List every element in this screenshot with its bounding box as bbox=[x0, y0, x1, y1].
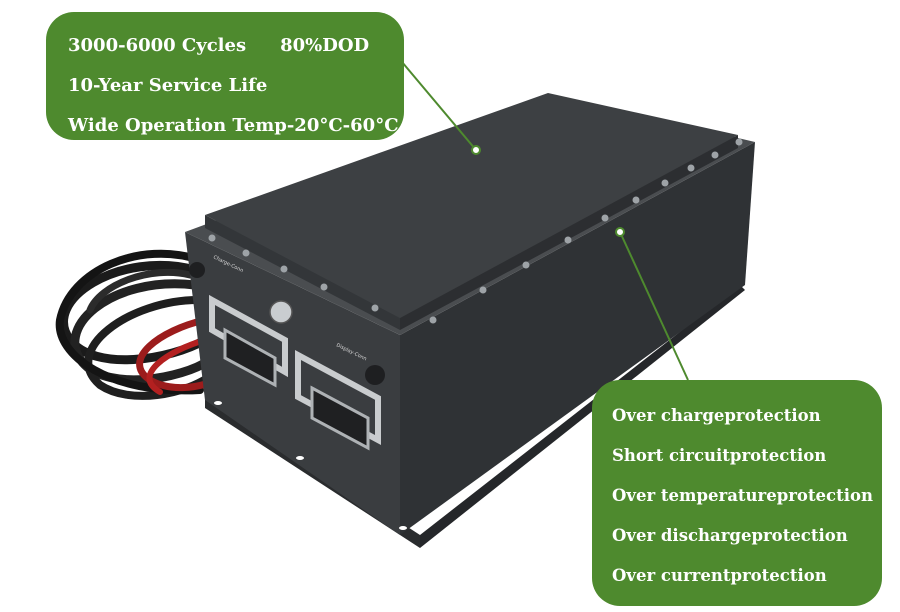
battery-lid-edge bbox=[400, 135, 738, 330]
protection-item: Over dischargeprotection bbox=[612, 526, 848, 545]
protection-item: Over temperatureprotection bbox=[612, 486, 873, 505]
top-callout-pointer bbox=[401, 61, 477, 151]
right-handle bbox=[295, 349, 381, 451]
battery-front-face bbox=[185, 232, 400, 535]
specs-callout: 3000-6000 Cycles 80%DOD 10-Year Service L… bbox=[46, 12, 404, 140]
left-connector bbox=[189, 262, 205, 278]
protection-item: Over currentprotection bbox=[612, 566, 827, 585]
cycles-text: 3000-6000 Cycles bbox=[68, 35, 247, 56]
lid-bolts bbox=[208, 138, 743, 324]
cycles-dod-line: 3000-6000 Cycles 80%DOD bbox=[68, 26, 404, 66]
base-mount-holes bbox=[214, 401, 407, 530]
left-handle bbox=[209, 294, 288, 388]
protection-item: Short circuitprotection bbox=[612, 446, 827, 465]
battery-lid bbox=[205, 93, 738, 318]
protection-item: Over chargeprotection bbox=[612, 406, 821, 425]
protection-callout: Over chargeprotection Short circuitprote… bbox=[592, 380, 882, 606]
bottom-callout-pointer bbox=[619, 231, 689, 381]
battery-lid-edge-left bbox=[205, 215, 400, 330]
bottom-pointer-dot bbox=[615, 227, 625, 237]
temperature-text: Wide Operation Temp-20°C-60°C bbox=[68, 115, 399, 136]
center-knob bbox=[269, 300, 293, 324]
right-connector bbox=[365, 365, 385, 385]
battery-cables bbox=[55, 249, 219, 400]
dod-text: 80%DOD bbox=[280, 35, 370, 56]
top-pointer-dot bbox=[471, 145, 481, 155]
battery-base-flange bbox=[420, 285, 745, 548]
battery-side-face bbox=[400, 142, 755, 535]
service-life-text: 10-Year Service Life bbox=[68, 75, 268, 96]
